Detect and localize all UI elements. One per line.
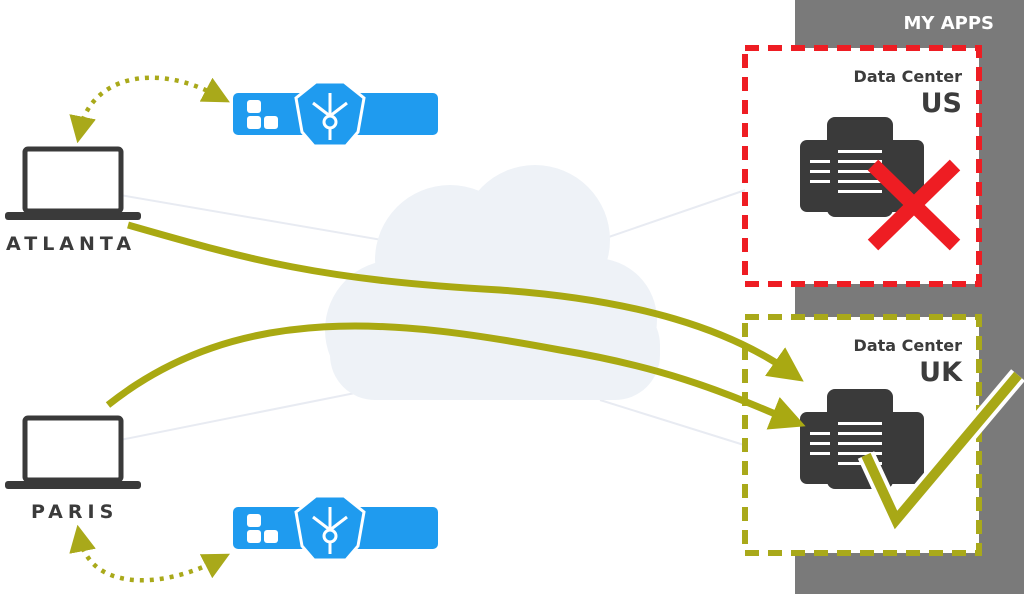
- location-label-paris: PARIS: [31, 501, 119, 523]
- laptop-icon: [5, 146, 141, 220]
- check-mark-icon: [861, 371, 1022, 530]
- datacenter-uk-code: UK: [919, 357, 962, 388]
- datacenter-us-code: US: [920, 88, 962, 119]
- x-mark-icon: [867, 159, 961, 251]
- panel-title: MY APPS: [903, 13, 995, 34]
- arrow-paris-to-uk: [105, 322, 806, 430]
- dotted-arrow-paris: [69, 524, 230, 583]
- load-balancer-icon: [233, 494, 438, 562]
- location-label-atlanta: ATLANTA: [6, 233, 137, 255]
- arrow-atlanta-to-uk: [127, 221, 804, 382]
- load-balancer-icon: [233, 80, 438, 148]
- dotted-arrow-atlanta: [69, 75, 230, 144]
- datacenter-us-title: Data Center: [853, 67, 962, 86]
- datacenter-uk-title: Data Center: [853, 336, 962, 355]
- laptop-icon: [5, 415, 141, 489]
